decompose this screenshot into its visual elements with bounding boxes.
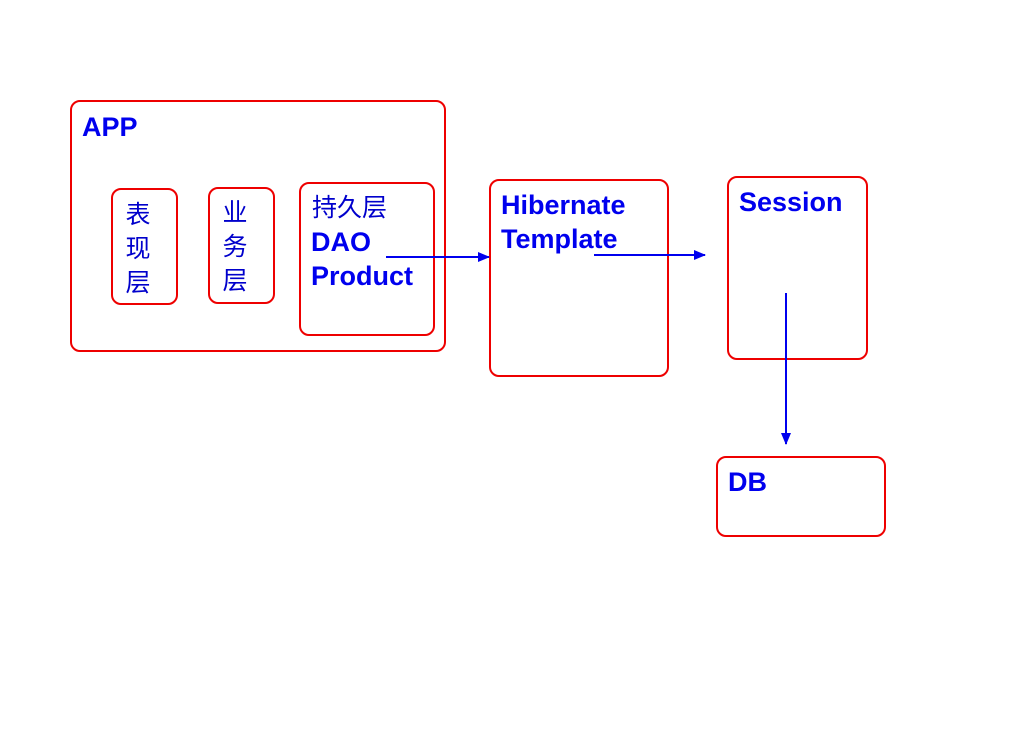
business-layer-box [208, 187, 275, 304]
hibernate-label: Hibernate [501, 190, 626, 220]
template-label: Template [501, 224, 618, 254]
session-label: Session [739, 187, 843, 217]
app-label: APP [82, 112, 138, 142]
persistence-layer-box [299, 182, 435, 336]
app-container [70, 100, 446, 352]
hibernate-template-box [489, 179, 669, 377]
persistence-layer-title: 持久层 [312, 193, 388, 222]
db-box [716, 456, 886, 537]
business-layer-label: 业务层 [222, 198, 248, 295]
session-box [727, 176, 868, 360]
presentation-layer-label: 表现层 [125, 200, 151, 297]
db-label: DB [728, 467, 767, 497]
presentation-layer-box [111, 188, 178, 305]
dao-label: DAO [311, 227, 371, 257]
product-label: Product [311, 261, 414, 291]
